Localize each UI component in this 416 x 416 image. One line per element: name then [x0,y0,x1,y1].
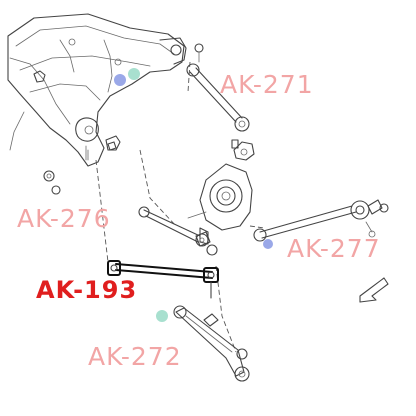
arm-ak276 [138,206,211,247]
marker-blue-1 [114,74,126,86]
hardware [43,141,117,195]
marker-green-1 [128,68,140,80]
label-ak272: AK-272 [88,342,182,371]
subframe [7,13,187,167]
arm-ak271 [186,43,250,132]
label-ak277: AK-277 [287,234,381,263]
marker-blue-2 [263,239,273,249]
label-ak276: AK-276 [17,204,111,233]
arm-ak277 [253,199,389,242]
label-ak271: AK-271 [220,70,314,99]
direction-arrow-icon [359,277,389,303]
arm-ak272 [173,305,250,382]
assembly-guides [95,61,265,353]
arm-ak193 [107,260,219,299]
knuckle-hub [187,139,255,256]
label-ak193: AK-193 [36,276,138,304]
marker-green-2 [156,310,168,322]
